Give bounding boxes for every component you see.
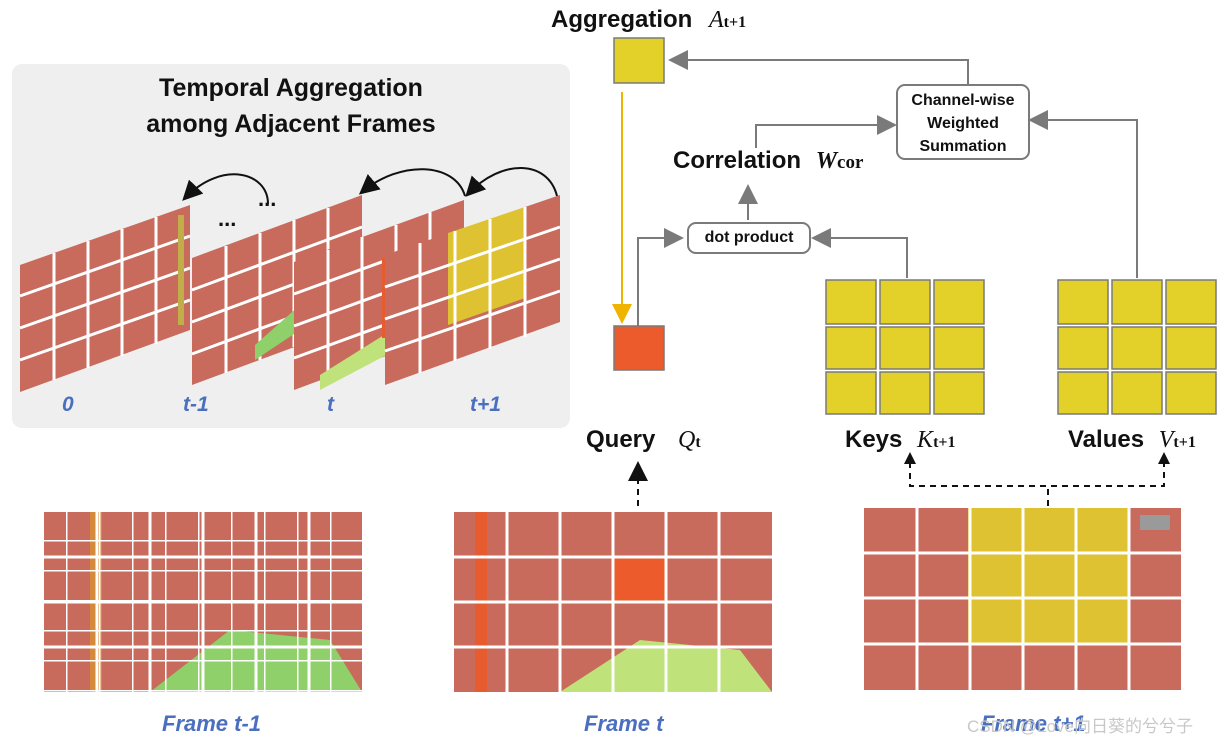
watermark-text: CSDN @Love向日葵的兮兮子 (967, 717, 1194, 736)
query-label: Query Qt (586, 426, 701, 453)
caption-frame-t-plus-1: Frame t+1 (981, 711, 1086, 736)
correlation-label: Correlation Wcor (673, 147, 864, 174)
caption-frame-t: Frame t (584, 711, 664, 736)
stack-frame-0 (19, 205, 191, 392)
stack-ellipsis-upper: ... (258, 186, 277, 211)
frame-index-t: t (327, 393, 334, 416)
caption-frame-t-minus-1: Frame t-1 (162, 711, 262, 736)
keys-grid (825, 279, 985, 415)
frame-index-t-minus-1: t-1 (183, 393, 209, 416)
stack-ellipsis-lower: ... (218, 206, 237, 231)
dot-product-node: dot product (687, 222, 811, 254)
aggregation-label: Aggregation At+1 (551, 6, 747, 33)
keys-label: Keys Kt+1 (845, 426, 956, 453)
query-square (613, 325, 665, 371)
stack-frame-t-plus-1 (384, 195, 561, 385)
panel-title-line2: among Adjacent Frames (146, 110, 436, 138)
values-label: Values Vt+1 (1068, 426, 1196, 453)
frame-t-minus-1-image (44, 512, 362, 692)
panel-title-line1: Temporal Aggregation (159, 74, 423, 102)
channel-wise-summation-node: Channel-wise Weighted Summation (896, 84, 1030, 160)
frame-t-image (454, 512, 772, 692)
values-grid (1057, 279, 1217, 415)
frame-index-0: 0 (62, 393, 74, 416)
frame-index-t-plus-1: t+1 (470, 393, 501, 416)
aggregation-square (613, 37, 665, 84)
frame-t-plus-1-image (864, 508, 1181, 690)
